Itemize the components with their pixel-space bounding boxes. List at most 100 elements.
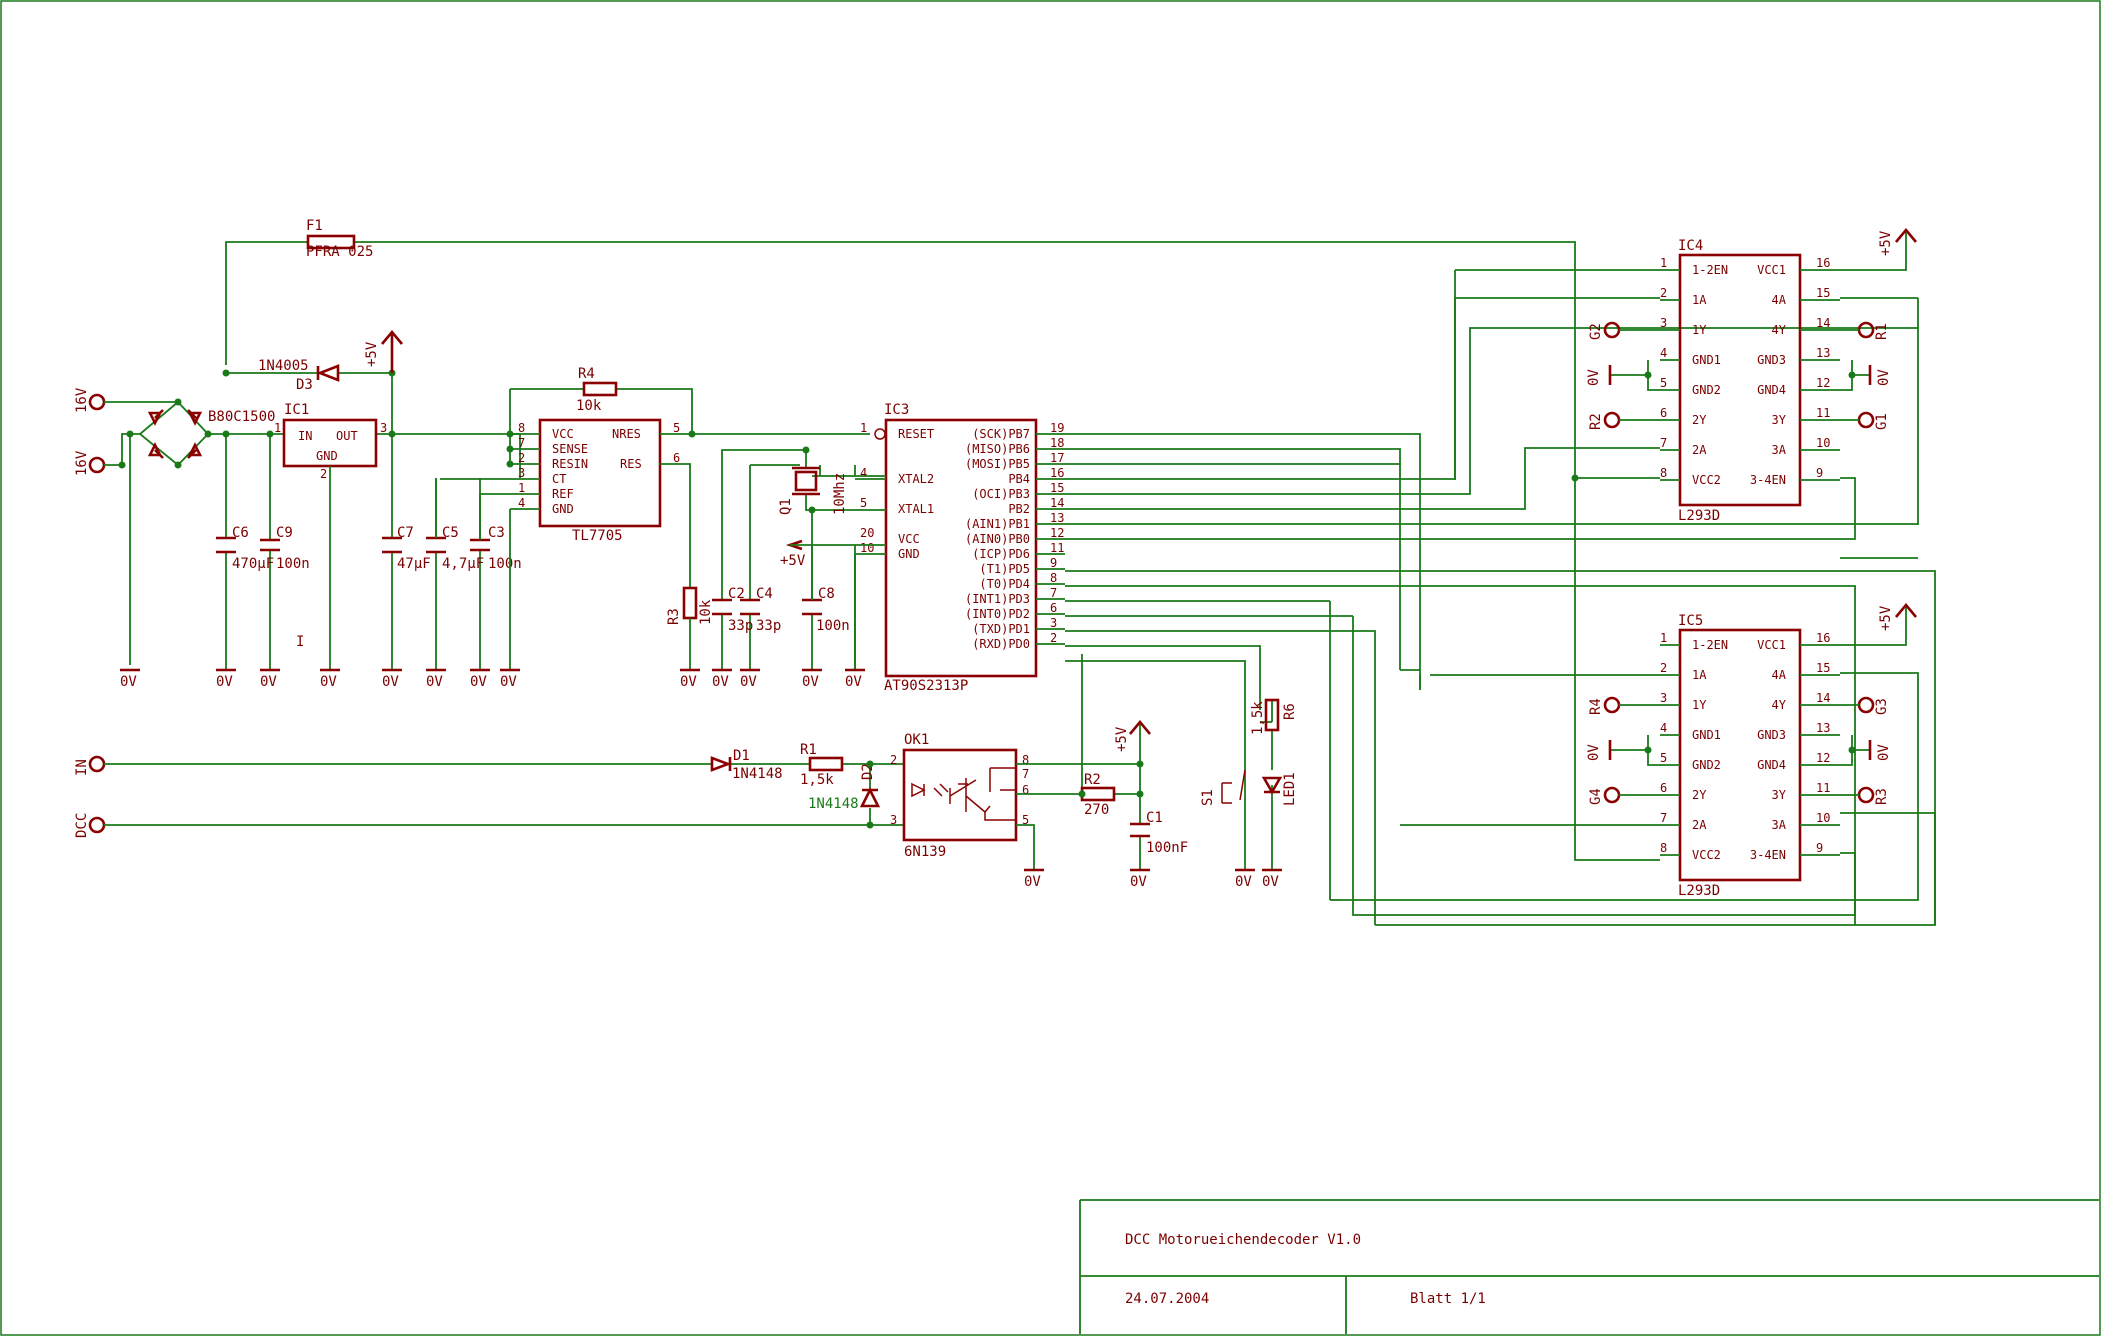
mcu-left-wires xyxy=(855,478,886,555)
motor-terminal-g2[interactable] xyxy=(1603,321,1621,339)
mcu-num-8: 8 xyxy=(1050,571,1057,585)
driver-num-3: 3 xyxy=(1660,691,1667,705)
tl7705-ref: TL7705 xyxy=(572,528,623,544)
junction xyxy=(1848,371,1856,379)
mcu-num-19: 19 xyxy=(1050,421,1064,435)
resistor-R3 xyxy=(682,586,698,620)
c9-ref: C9 xyxy=(276,525,293,541)
supply-arrow-5v xyxy=(1895,227,1917,243)
date-text: 24.07.2004 xyxy=(1125,1291,1209,1307)
supply-arrow-5v xyxy=(1895,602,1917,618)
c3-ref: C3 xyxy=(488,525,505,541)
c8-value: 100n xyxy=(816,618,850,634)
ic1-num-2: 2 xyxy=(320,467,327,481)
stray-cursor-mark: I xyxy=(296,634,304,650)
d2-value: 1N4148 xyxy=(808,796,859,812)
ic1-num-3: 3 xyxy=(380,421,387,435)
driver-pin-vcc1: VCC1 xyxy=(1757,263,1786,277)
driver-num-14: 14 xyxy=(1816,316,1830,330)
d3-value: 1N4005 xyxy=(258,358,309,374)
driver-pin-2a: 2A xyxy=(1692,443,1707,457)
c7-ref: C7 xyxy=(397,525,414,541)
r3-ref: R3 xyxy=(666,608,682,625)
driver-pin-1a: 1A xyxy=(1692,293,1707,307)
r4-ref: R4 xyxy=(578,366,595,382)
driver-gnd-bars xyxy=(1608,740,1872,760)
sheet-number: Blatt 1/1 xyxy=(1410,1291,1486,1307)
supply-arrow-5v-a xyxy=(381,329,403,373)
tl7705-num-6: 6 xyxy=(673,451,680,465)
driver-num-12: 12 xyxy=(1816,376,1830,390)
r1-ref: R1 xyxy=(800,742,817,758)
motor-terminal-r2[interactable] xyxy=(1603,411,1621,429)
driver-vcc-wire xyxy=(1840,605,1907,646)
motor-terminal-r1[interactable] xyxy=(1857,321,1875,339)
driver-pin-3a: 3A xyxy=(1772,818,1787,832)
terminal-16v-top[interactable] xyxy=(88,393,106,411)
ground-label: 0V xyxy=(382,674,399,690)
terminal-in[interactable] xyxy=(88,755,106,773)
driver-pin-3-4en: 3-4EN xyxy=(1750,848,1786,862)
tl7705-num-2: 2 xyxy=(518,451,525,465)
c6-ref: C6 xyxy=(232,525,249,541)
mcu-pin-int1pd3: (INT1)PD3 xyxy=(965,592,1030,606)
optocoupler-OK1 xyxy=(902,748,1018,842)
motor-terminal-g4[interactable] xyxy=(1603,786,1621,804)
driver-num-5: 5 xyxy=(1660,376,1667,390)
junction xyxy=(1644,371,1652,379)
c2-ref: C2 xyxy=(728,586,745,602)
motor-terminal-g1[interactable] xyxy=(1857,411,1875,429)
driver-pin-4y: 4Y xyxy=(1772,323,1787,337)
diode-D1 xyxy=(710,756,732,772)
mcu-pin-rxdpd0: (RXD)PD0 xyxy=(972,637,1030,651)
driver-body xyxy=(1678,253,1802,507)
mcu-pin-txdpd1: (TXD)PD1 xyxy=(972,622,1030,636)
driver-gnd-wires xyxy=(1610,360,1870,391)
ground-label: 0V xyxy=(120,674,137,690)
tl7705-num-5: 5 xyxy=(673,421,680,435)
supply-label-opto: +5V xyxy=(1114,726,1130,752)
driver-num-5: 5 xyxy=(1660,751,1667,765)
tl7705-pin-ref: REF xyxy=(552,487,574,501)
mcu-num-3: 3 xyxy=(1050,616,1057,630)
terminal-dcc[interactable] xyxy=(88,816,106,834)
driver-num-2: 2 xyxy=(1660,661,1667,675)
cap-C2 xyxy=(712,598,732,616)
r4-value: 10k xyxy=(576,398,602,414)
mcu-pin-vcc: VCC xyxy=(898,532,920,546)
driver-num-1: 1 xyxy=(1660,631,1667,645)
mcu-AT90S2313: IC3 AT90S2313P RESET1XTAL24XTAL15VCC20GN… xyxy=(712,402,1065,694)
crystal-Q1 xyxy=(794,470,818,492)
label-16v-top: 16V xyxy=(74,387,90,413)
tl7705-pin-res: RES xyxy=(620,457,642,471)
ground-label: 0V xyxy=(500,674,517,690)
motor-terminal-g3[interactable] xyxy=(1857,696,1875,714)
resistor-R2 xyxy=(1080,786,1116,802)
motor-terminal-r4[interactable] xyxy=(1603,696,1621,714)
terminal-label: R4 xyxy=(1588,698,1604,715)
s1-ref: S1 xyxy=(1200,789,1216,806)
terminal-label: G3 xyxy=(1874,698,1890,715)
mcu-pin-int0pd2: (INT0)PD2 xyxy=(965,607,1030,621)
driver-num-8: 8 xyxy=(1660,466,1667,480)
driver-pin-gnd4: GND4 xyxy=(1757,758,1786,772)
mcu-num-11: 11 xyxy=(1050,541,1064,555)
bridge-value: B80C1500 xyxy=(208,409,275,425)
motor-terminal-r3[interactable] xyxy=(1857,786,1875,804)
supply-label-mcu: +5V xyxy=(780,553,806,569)
driver-pin-gnd3: GND3 xyxy=(1757,353,1786,367)
mcu-pin-pb2: PB2 xyxy=(1008,502,1030,516)
opto-internal xyxy=(911,778,991,813)
resistor-R1 xyxy=(808,756,844,772)
driver-pin-3-4en: 3-4EN xyxy=(1750,473,1786,487)
mcu-num-14: 14 xyxy=(1050,496,1064,510)
ground-label: 0V xyxy=(845,674,862,690)
driver-gnd-label: 0V xyxy=(1586,744,1602,761)
mcu-pin-xtal1: XTAL1 xyxy=(898,502,934,516)
ok1-value: 6N139 xyxy=(904,844,946,860)
terminal-16v-bottom[interactable] xyxy=(88,456,106,474)
driver-pin-gnd2: GND2 xyxy=(1692,758,1721,772)
